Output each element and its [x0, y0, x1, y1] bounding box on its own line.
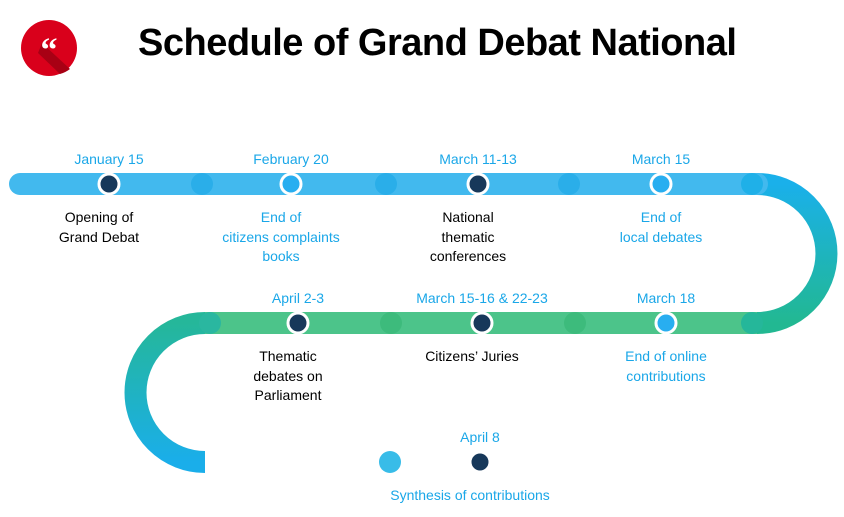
- event-label-line: End of: [260, 209, 302, 225]
- timeline-node: [470, 311, 494, 335]
- event-label-line: books: [262, 248, 300, 264]
- event-label: Citizens’ Juries: [425, 347, 519, 367]
- event-date: February 20: [253, 151, 329, 167]
- quote-icon: “: [21, 20, 77, 76]
- event-date: March 11-13: [439, 151, 517, 167]
- left-curve: [124, 312, 206, 473]
- event-label-line: conferences: [429, 248, 507, 264]
- event-label-line: local debates: [619, 228, 703, 245]
- event-date: April 8: [460, 429, 500, 445]
- quote-logo: “: [20, 19, 78, 77]
- svg-text:“: “: [41, 32, 58, 69]
- track-joint: [741, 173, 763, 195]
- event-date: March 18: [636, 290, 696, 306]
- event-label: End of online contributions: [625, 347, 707, 386]
- event-label-line: thematic: [441, 228, 495, 245]
- timeline-node: [649, 172, 673, 196]
- event-label: Synthesis of contributions: [390, 486, 550, 506]
- timeline-node: [466, 172, 490, 196]
- event-label-line: Citizens’ Juries: [425, 348, 519, 364]
- event-label-line: National: [442, 209, 494, 225]
- event-date: January 15: [74, 151, 144, 167]
- event-date: March 15-16 & 22-23: [416, 290, 548, 306]
- event-date: March 15: [631, 151, 691, 167]
- track-joint: [199, 312, 221, 334]
- event-label-line: contributions: [626, 367, 706, 384]
- event-label-line: Opening of: [64, 209, 134, 225]
- track-joint: [558, 173, 580, 195]
- page-title: Schedule of Grand Debat National: [138, 22, 737, 64]
- track-joint: [379, 451, 401, 473]
- event-label-line: debates on: [253, 367, 323, 384]
- event-label-line: citizens complaints: [222, 228, 340, 245]
- event-label: Opening of Grand Debat: [59, 208, 139, 247]
- event-label-line: End of: [640, 209, 682, 225]
- track-joint: [564, 312, 586, 334]
- track-joint: [741, 312, 763, 334]
- event-label-line: Synthesis of contributions: [390, 487, 550, 503]
- track-joint: [380, 312, 402, 334]
- timeline-node: [97, 172, 121, 196]
- event-label: End of citizens complaints books: [222, 208, 340, 267]
- event-date: April 2-3: [271, 290, 325, 306]
- event-label: National thematic conferences: [430, 208, 506, 267]
- event-label: Thematic debates on Parliament: [253, 347, 322, 406]
- event-label-line: Parliament: [254, 387, 322, 403]
- timeline-node: [279, 172, 303, 196]
- timeline-node: [654, 311, 678, 335]
- right-curve: [756, 173, 838, 334]
- track-joint: [375, 173, 397, 195]
- event-label-line: Grand Debat: [58, 228, 140, 245]
- timeline-node: [286, 311, 310, 335]
- track-joint: [191, 173, 213, 195]
- event-label-line: End of online: [625, 348, 707, 364]
- event-label-line: Thematic: [259, 348, 317, 364]
- event-label: End of local debates: [620, 208, 703, 247]
- timeline-node: [468, 450, 492, 474]
